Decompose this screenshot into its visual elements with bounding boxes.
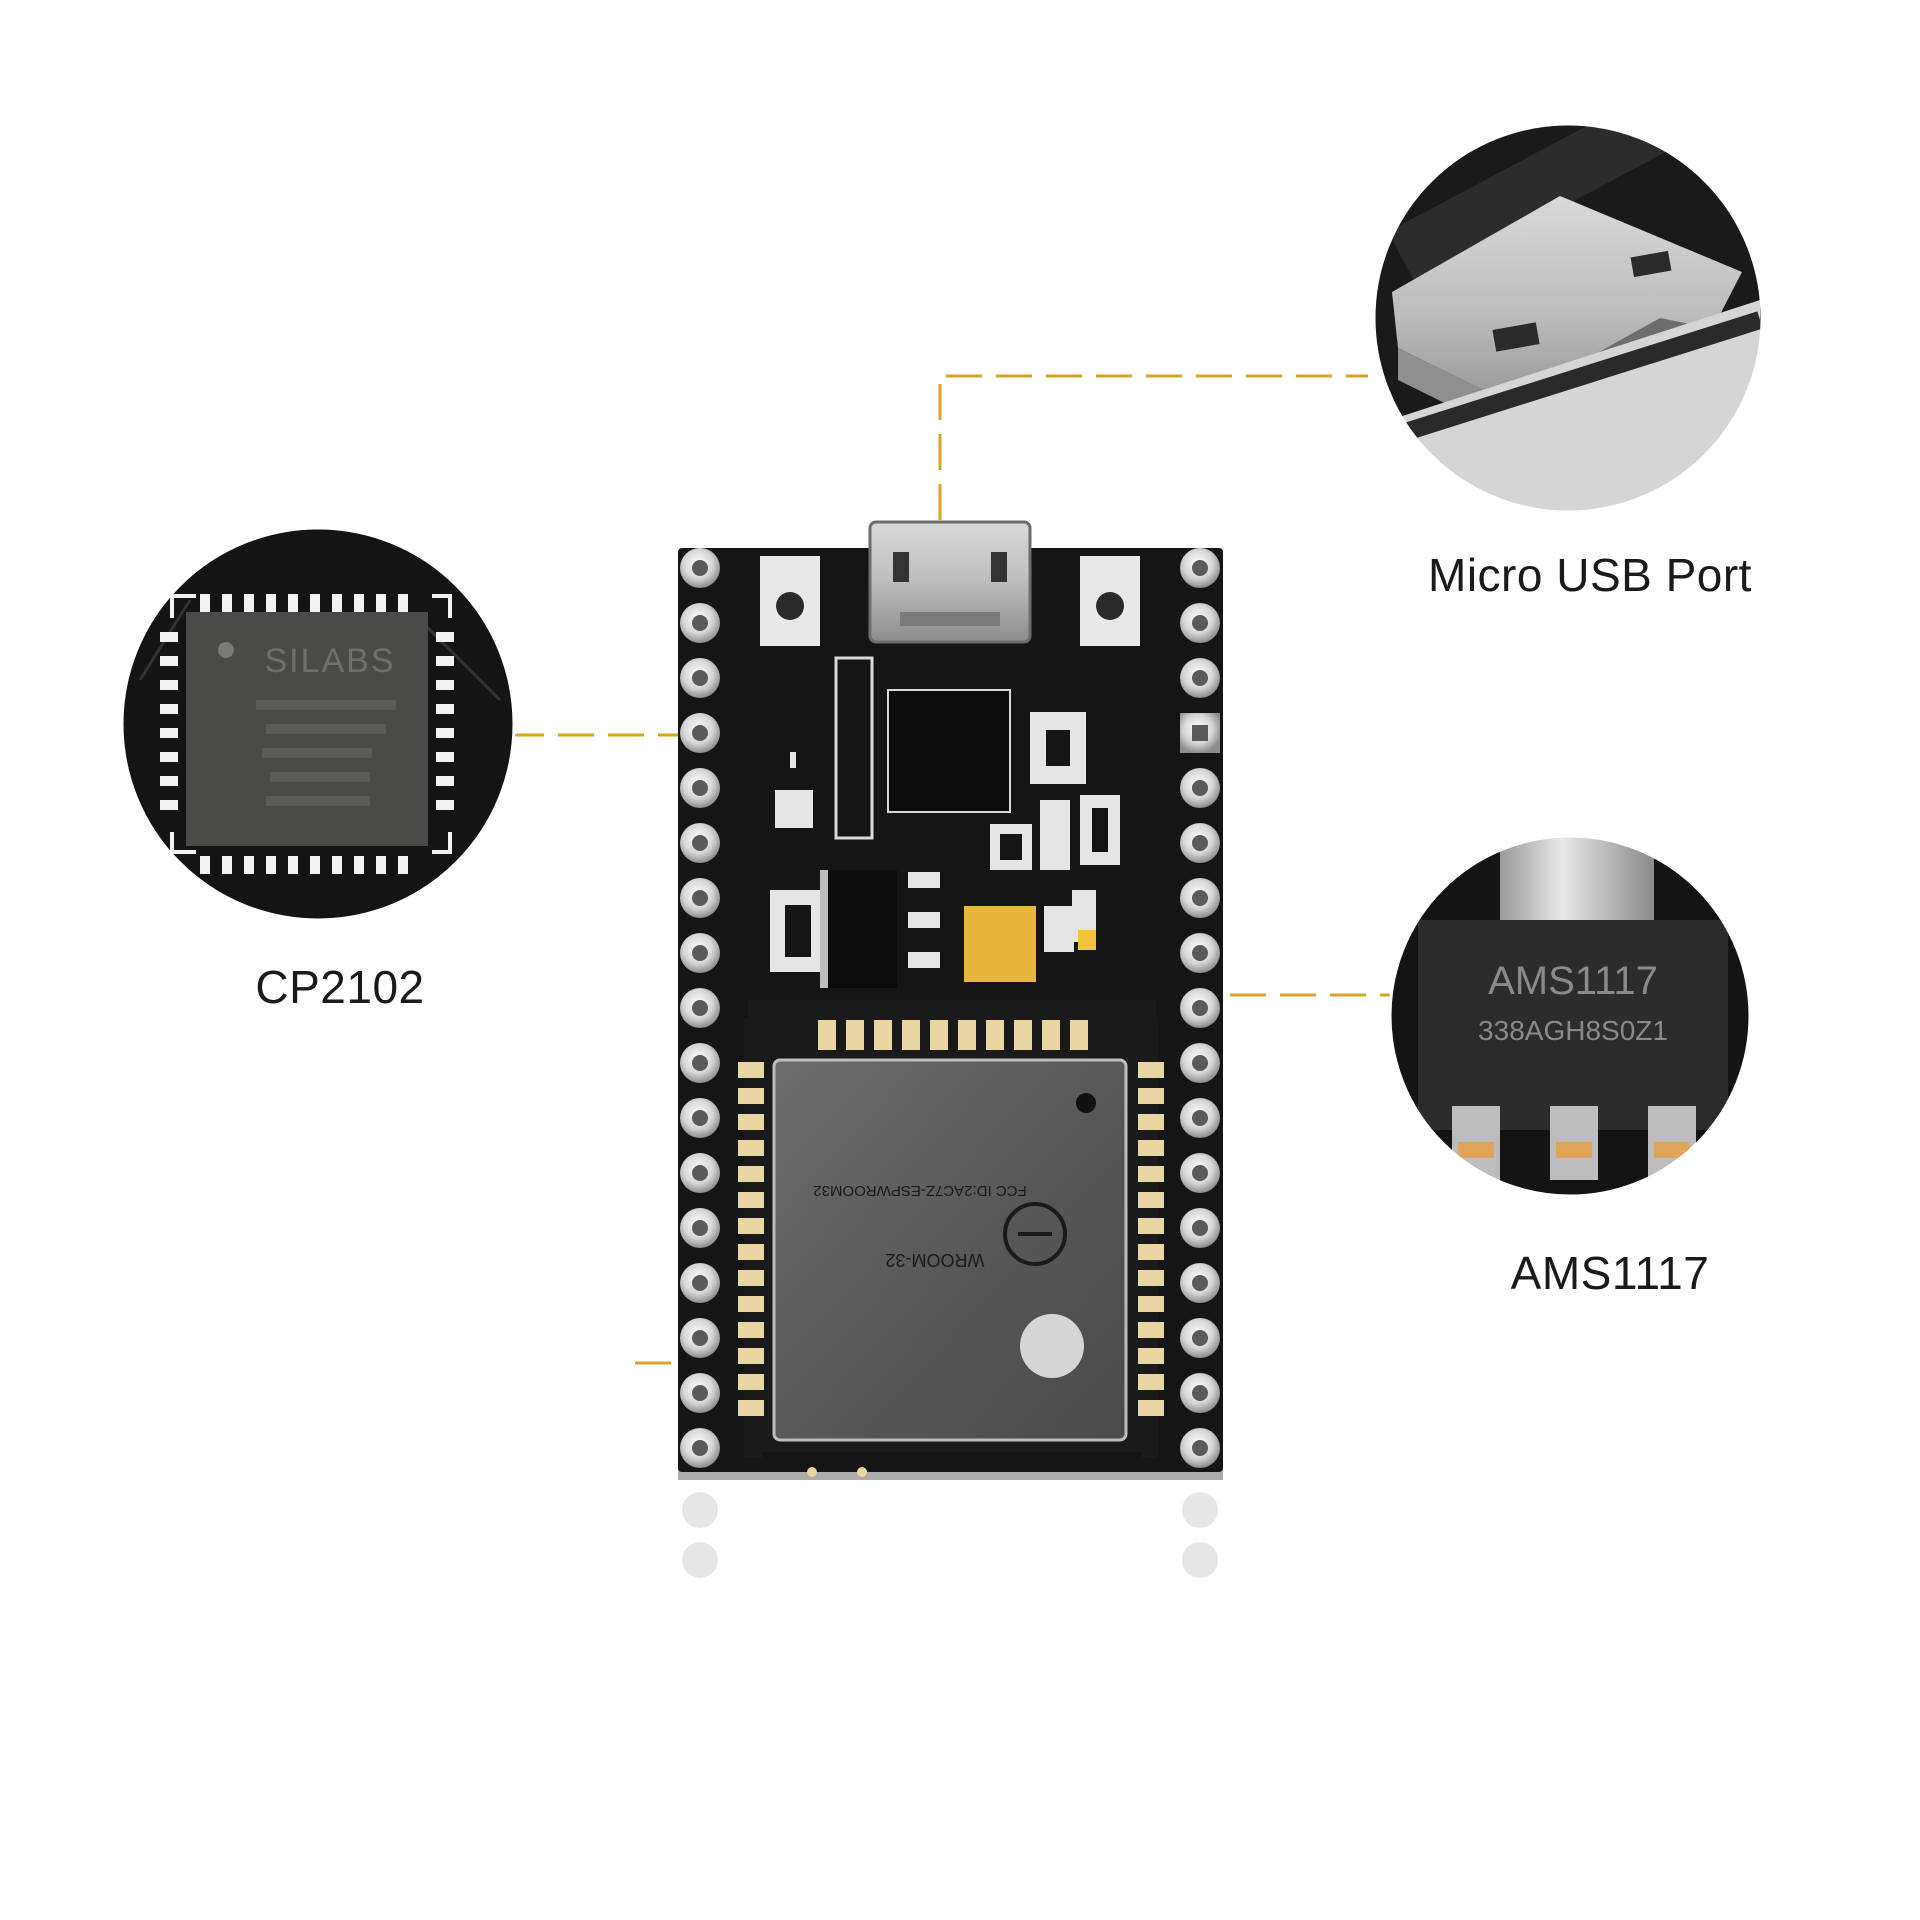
smd-components — [770, 712, 1120, 972]
board-micro-usb — [868, 520, 1032, 644]
zoom-ams1117: AMS1117 338AGH8S0Z1 — [1388, 834, 1752, 1198]
right-header-pins — [1180, 548, 1220, 1468]
esp32-module: FCC ID:2AC7Z-ESPWROOM32 WROOM-32 — [738, 1018, 1164, 1477]
module-name-text: WROOM-32 — [886, 1250, 985, 1270]
tantalum-capacitor — [964, 906, 1036, 982]
zoom-micro-usb — [1372, 122, 1764, 514]
module-shield — [772, 1058, 1128, 1442]
zoom-cp2102: SILABS — [120, 526, 516, 922]
module-fcc-text: FCC ID:2AC7Z-ESPWROOM32 — [813, 1182, 1026, 1199]
callout-line-usb — [938, 374, 1368, 520]
ams1117-chip-marking-1: AMS1117 — [1488, 959, 1658, 1003]
micro-usb-port-label: Micro USB Port — [1428, 549, 1752, 601]
cp2102-chip-marking: SILABS — [264, 642, 395, 680]
ams1117-chip-marking-2: 338AGH8S0Z1 — [1478, 1015, 1668, 1046]
board-cp2102-chip — [834, 656, 1011, 840]
esp32-board: FCC ID:2AC7Z-ESPWROOM32 WROOM-32 — [678, 520, 1223, 1477]
boot-button-left — [760, 556, 820, 646]
cp2102-label: CP2102 — [255, 961, 425, 1013]
reflection-pins — [682, 1492, 1218, 1578]
reflection-fade — [660, 1480, 1240, 1600]
board-ams1117-chip — [820, 870, 897, 988]
en-button-right — [1080, 556, 1140, 646]
left-header-pins — [680, 548, 720, 1468]
ams1117-label: AMS1117 — [1510, 1247, 1710, 1299]
